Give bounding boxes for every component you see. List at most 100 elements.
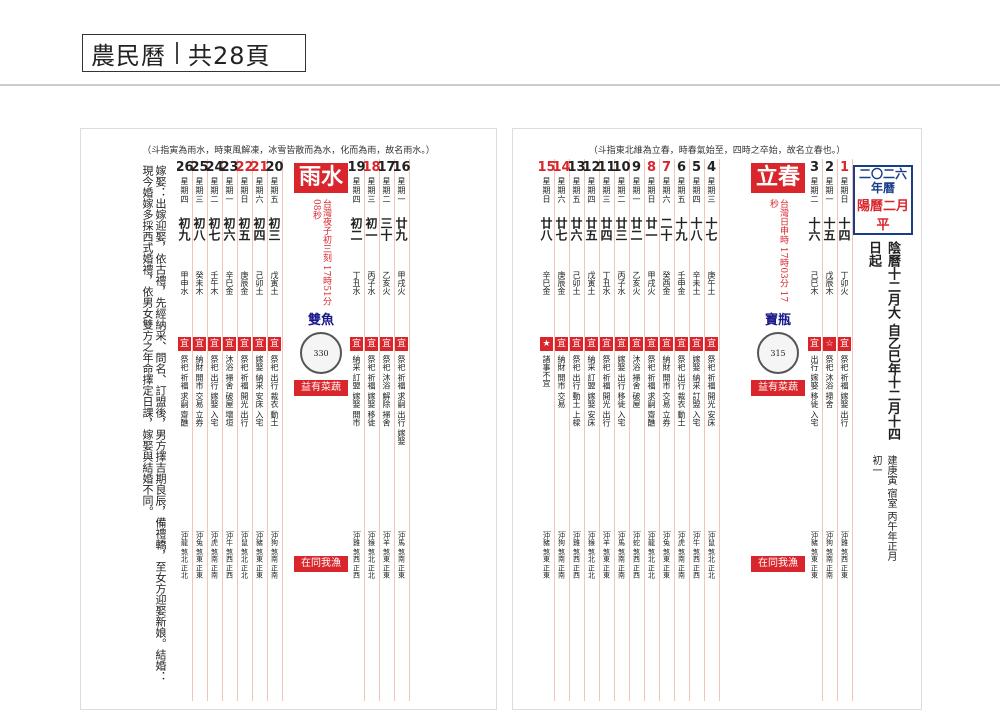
auspicious-activities: 祭祀 出行 裁衣 動土 (677, 355, 686, 427)
day-number: 20 (265, 160, 284, 175)
auspicious-activities: 祭祀 祈福 嫁娶 出行 (840, 355, 849, 427)
auspicious-activities: 納財 開市 交易 立券 (195, 355, 204, 427)
day-mark-badge: 宜 (660, 337, 673, 351)
day-number: 12 (582, 160, 601, 175)
auspicious-activities: 祭祀 出行 嫁娶 入宅 (210, 355, 219, 427)
weekday-label: 星期四 (587, 177, 596, 204)
weekday-label: 星期五 (572, 177, 581, 204)
year-box: 二〇二六年曆 陽曆二月平 (853, 165, 913, 235)
lunar-date: 初三 (267, 217, 281, 241)
fishing-banner: 在同我漁 (294, 556, 348, 572)
lucky-banner: 益有菜蔬 (294, 380, 348, 396)
weekday-label: 星期六 (662, 177, 671, 204)
day-number: 19 (349, 160, 366, 175)
weekday-label: 星期二 (382, 177, 391, 204)
day-number: 26 (177, 160, 194, 175)
auspicious-activities: 嫁娶 納采 訂盟 入宅 (692, 355, 701, 427)
auspicious-activities: 納財 開市 交易 (557, 355, 566, 409)
auspicious-activities: 沐浴 掃舍 破屋 壞垣 (225, 355, 234, 427)
day-number: 6 (676, 160, 687, 175)
auspicious-activities: 祭祀 祈福 求嗣 齋醮 (647, 355, 656, 427)
weekday-label: 星期日 (240, 177, 249, 204)
day-number: 4 (706, 160, 717, 175)
auspicious-activities: 祭祀 祈福 求嗣 出行 嫁娶 (397, 355, 406, 446)
compass-icon: 330 (300, 332, 342, 374)
clash-direction: 沖龍 煞北 正北 (647, 531, 656, 627)
clash-direction: 沖鼠 煞北 正北 (707, 531, 716, 627)
clash-direction: 沖兔 煞東 正東 (662, 531, 671, 627)
day-mark-badge: ☆ (823, 337, 836, 351)
clash-direction: 沖豬 煞東 正東 (255, 531, 264, 627)
weekday-label: 星期三 (367, 177, 376, 204)
lunar-date: 初七 (207, 217, 221, 241)
day-mark-badge: 宜 (193, 337, 206, 351)
ganzhi-element: 乙亥火 (632, 271, 641, 295)
ganzhi-element: 庚辰金 (557, 271, 566, 295)
weekday-label: 星期四 (692, 177, 701, 204)
lunar-date: 十七 (704, 217, 718, 241)
clash-direction: 沖虎 煞南 正南 (210, 531, 219, 627)
lunar-date: 十五 (822, 217, 836, 241)
day-number: 13 (567, 160, 586, 175)
lunar-date: 初九 (177, 217, 191, 241)
day-mark-badge: 宜 (350, 337, 363, 351)
weekday-label: 星期日 (647, 177, 656, 204)
clash-direction: 沖豬 煞東 正東 (542, 531, 551, 627)
lunar-date: 初一 (364, 217, 378, 241)
year-label: 二〇二六年曆 (858, 167, 907, 195)
ganzhi-element: 癸酉金 (662, 271, 671, 295)
day-number: 14 (552, 160, 571, 175)
ganzhi-element: 己巳木 (810, 271, 819, 295)
ganzhi-element: 壬午木 (210, 271, 219, 295)
lunar-date: 初五 (237, 217, 251, 241)
ganzhi-element: 丙子水 (617, 271, 626, 295)
ganzhi-element: 辛未土 (692, 271, 701, 295)
day-mark-badge: 宜 (675, 337, 688, 351)
ganzhi-element: 丁丑水 (352, 271, 361, 295)
ganzhi-element: 己卯土 (572, 271, 581, 295)
clash-direction: 沖馬 煞南 正東 (397, 531, 406, 627)
solar-term-proverb: （斗指寅為雨水，時東風解凍，冰雪皆散而為水，化而為雨，故名雨水。） (142, 146, 435, 156)
auspicious-activities: 納采 訂盟 嫁娶 安床 (587, 355, 596, 427)
day-mark-badge: 宜 (268, 337, 281, 351)
weekday-label: 星期一 (632, 177, 641, 204)
day-mark-badge: 宜 (178, 337, 191, 351)
day-number: 23 (220, 160, 239, 175)
day-mark-badge: 宜 (690, 337, 703, 351)
wedding-note: 嫁娶：出嫁迎娶，依古禮，先經納采、問名、訂盟後，男方擇吉期良辰，備禮轎，至女方迎… (141, 165, 167, 682)
auspicious-activities: 納財 開市 交易 立券 (662, 355, 671, 427)
lunar-date: 廿七 (554, 217, 568, 241)
auspicious-activities: 納采 訂盟 嫁娶 開市 (352, 355, 361, 427)
day-mark-badge: 宜 (208, 337, 221, 351)
lunar-date: 廿二 (629, 217, 643, 241)
lunar-date: 二十 (659, 217, 673, 241)
weekday-label: 星期三 (195, 177, 204, 204)
ganzhi-element: 己卯土 (255, 271, 264, 295)
auspicious-activities: 祭祀 沐浴 掃舍 (825, 355, 834, 409)
fishing-banner-right: 在同我漁 (751, 556, 805, 572)
weekday-label: 星期四 (180, 177, 189, 204)
lunar-date: 廿四 (599, 217, 613, 241)
ganzhi-element: 壬申金 (677, 271, 686, 295)
compass-degree-right: 315 (770, 348, 786, 358)
day-number: 18 (362, 160, 381, 175)
day-mark-badge: 宜 (380, 337, 393, 351)
section-title: 農民曆 (91, 41, 166, 70)
day-mark-badge: 宜 (223, 337, 236, 351)
day-number: 3 (809, 160, 820, 175)
ganzhi-element: 辛巳金 (225, 271, 234, 295)
